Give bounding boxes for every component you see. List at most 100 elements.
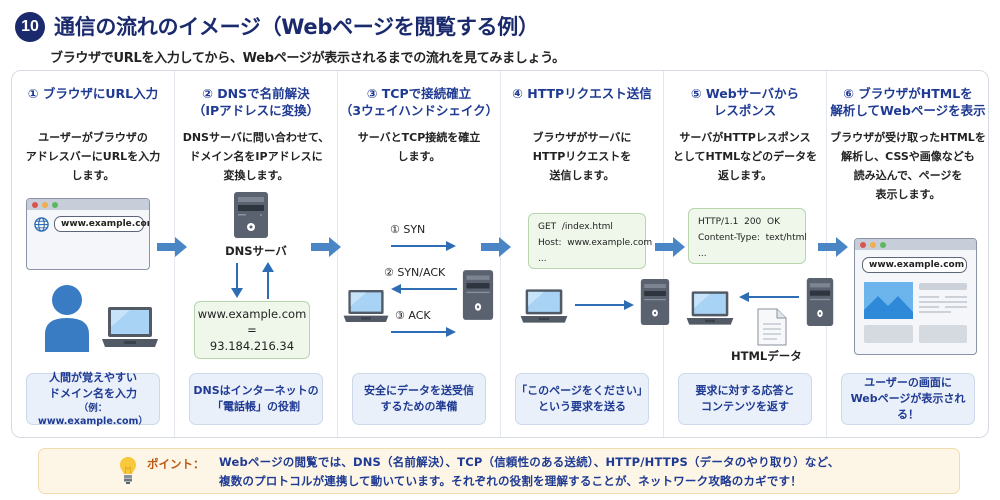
step-note: 要求に対する応答と コンテンツを返す (678, 373, 812, 425)
flow-arrow-icon (157, 237, 187, 257)
server-icon (462, 270, 494, 320)
step-2-dns-resolution: ② DNSで名前解決 （IPアドレスに変換） DNSサーバに問い合わせて、 ドメ… (175, 71, 337, 437)
close-dot (32, 201, 38, 208)
server-icon (640, 279, 670, 325)
ack-arrow-icon (391, 327, 456, 337)
browser-window-icon: www.example.com (26, 198, 150, 270)
lightbulb-icon (120, 457, 136, 484)
step-note-text: ユーザーの画面に Webページが表示される！ (850, 376, 966, 421)
response-ellipsis: ... (698, 249, 707, 259)
step-title: ⑤ Webサーバから レスポンス (690, 86, 800, 118)
step-title: ① ブラウザにURL入力 (27, 86, 159, 101)
step-note: ユーザーの画面に Webページが表示される！ (841, 373, 975, 425)
browser-window-icon: www.example.com (854, 238, 977, 355)
ip-address: 93.184.216.34 (209, 339, 295, 353)
column-divider (337, 71, 338, 437)
step-description: ブラウザが受け取ったHTMLを 解析し、CSSや画像なども 読み込んで、ページを… (830, 131, 986, 201)
http-response-box: HTTP/1.1 200 OK Content-Type: text/html..… (688, 208, 807, 264)
point-text: Webページの閲覧では、DNS（名前解決）、TCP（信頼性のある送続）、HTTP… (219, 455, 840, 488)
text-line (945, 296, 967, 298)
minimize-dot (870, 241, 876, 248)
page-subtitle: ブラウザでURLを入力してから、Webページが表示されるまでの流れを見てみましょ… (50, 51, 565, 66)
step-3-tcp-handshake: ③ TCPで接続確立 （3ウェイハンドシェイク） サーバとTCP接続を確立 しま… (338, 71, 500, 437)
content-block (864, 325, 913, 343)
text-line (945, 306, 967, 308)
content-block (919, 325, 967, 343)
step-note: 「このページをください」 という要求を送る (515, 373, 649, 425)
step-note-text: 安全にデータを送受信 するための準備 (364, 384, 474, 413)
page-title: 通信の流れのイメージ（Webページを閲覧する例） (54, 15, 539, 39)
arrow-up-icon (262, 262, 274, 299)
step-note: 人間が覚えやすい ドメイン名を入力 （例：www.example.com） (26, 371, 160, 427)
status-line: HTTP/1.1 200 OK (698, 217, 780, 227)
column-divider (826, 71, 827, 437)
address-bar: www.example.com (54, 216, 149, 232)
step-title: ④ HTTPリクエスト送信 (512, 86, 652, 101)
syn-label: ① SYN (390, 223, 426, 236)
minimize-dot (42, 201, 48, 208)
column-divider (174, 71, 175, 437)
html-data-label: HTMLデータ (731, 349, 802, 363)
image-icon (864, 282, 913, 319)
step-description: サーバがHTTPレスポンス としてHTMLなどのデータを 返します。 (672, 131, 818, 182)
text-line (919, 306, 939, 308)
laptop-icon (520, 289, 568, 323)
dns-resolution-result: www.example.com = 93.184.216.34 (194, 301, 310, 359)
address-bar: www.example.com (862, 257, 967, 273)
text-block (919, 283, 967, 290)
equals-sign: = (247, 323, 257, 337)
request-ellipsis: ... (538, 254, 547, 264)
flow-arrow-icon (481, 237, 511, 257)
flow-arrow-icon (655, 237, 685, 257)
step-note-text: DNSはインターネットの 「電話帳」の役割 (193, 384, 319, 413)
point-label: ポイント： (147, 457, 205, 471)
laptop-icon (102, 307, 158, 347)
step-5-http-response: ⑤ Webサーバから レスポンス サーバがHTTPレスポンス としてHTMLなど… (664, 71, 834, 437)
step-note: 安全にデータを送受信 するための準備 (352, 373, 486, 425)
section-number-badge: 10 (15, 12, 45, 42)
text-line (919, 301, 967, 303)
arrow-down-icon (231, 263, 243, 298)
dns-server-label: DNSサーバ (225, 244, 287, 258)
syn-ack-arrow-icon (391, 284, 457, 294)
step-note-text: 人間が覚えやすい ドメイン名を入力 (49, 371, 137, 400)
globe-icon (34, 217, 49, 232)
step-description: DNSサーバに問い合わせて、 ドメイン名をIPアドレスに 変換します。 (182, 131, 330, 182)
step-note-text: 「このページをください」 という要求を送る (516, 384, 648, 413)
maximize-dot (52, 201, 58, 208)
response-arrow-icon (739, 292, 799, 302)
flow-arrow-icon (311, 237, 341, 257)
syn-arrow-icon (391, 241, 456, 251)
close-dot (860, 241, 866, 248)
step-description: ブラウザがサーバに HTTPリクエストを 送信します。 (532, 131, 632, 182)
flow-board: ① ブラウザにURL入力 ユーザーがブラウザの アドレスバーにURLを入力 しま… (11, 70, 989, 438)
step-note-text: 要求に対する応答と コンテンツを返す (695, 384, 795, 413)
step-note-example: （例：www.example.com） (38, 403, 148, 427)
step-title: ③ TCPで接続確立 （3ウェイハンドシェイク） (339, 86, 499, 118)
step-1-browser-url-input: ① ブラウザにURL入力 ユーザーがブラウザの アドレスバーにURLを入力 しま… (12, 71, 174, 437)
flow-arrow-icon (818, 237, 848, 257)
document-icon (757, 308, 787, 346)
step-note: DNSはインターネットの 「電話帳」の役割 (189, 373, 323, 425)
user-icon (45, 285, 89, 352)
request-arrow-icon (575, 300, 634, 310)
request-line: GET /index.html (538, 222, 613, 232)
column-divider (663, 71, 664, 437)
step-title: ⑥ ブラウザがHTMLを 解析してWebページを表示 (830, 86, 986, 118)
laptop-icon (343, 290, 389, 322)
header: 10 通信の流れのイメージ（Webページを閲覧する例） ブラウザでURLを入力し… (10, 8, 990, 68)
domain-name: www.example.com (197, 307, 307, 321)
step-title: ② DNSで名前解決 （IPアドレスに変換） (192, 86, 320, 118)
server-icon (234, 192, 268, 238)
content-type-header: Content-Type: text/html (698, 233, 807, 243)
step-4-http-request: ④ HTTPリクエスト送信 ブラウザがサーバに HTTPリクエストを 送信します… (501, 71, 670, 437)
ack-label: ③ ACK (395, 309, 431, 322)
step-description: サーバとTCP接続を確立 します。 (357, 131, 481, 163)
request-host: Host: www.example.com (538, 238, 653, 248)
text-line (919, 296, 939, 298)
step-description: ユーザーがブラウザの アドレスバーにURLを入力 します。 (25, 131, 161, 182)
point-callout: ポイント： Webページの閲覧では、DNS（名前解決）、TCP（信頼性のある送続… (38, 448, 960, 494)
step-6-render-page: ⑥ ブラウザがHTMLを 解析してWebページを表示 ブラウザが受け取ったHTM… (827, 71, 989, 437)
server-icon (806, 278, 834, 326)
